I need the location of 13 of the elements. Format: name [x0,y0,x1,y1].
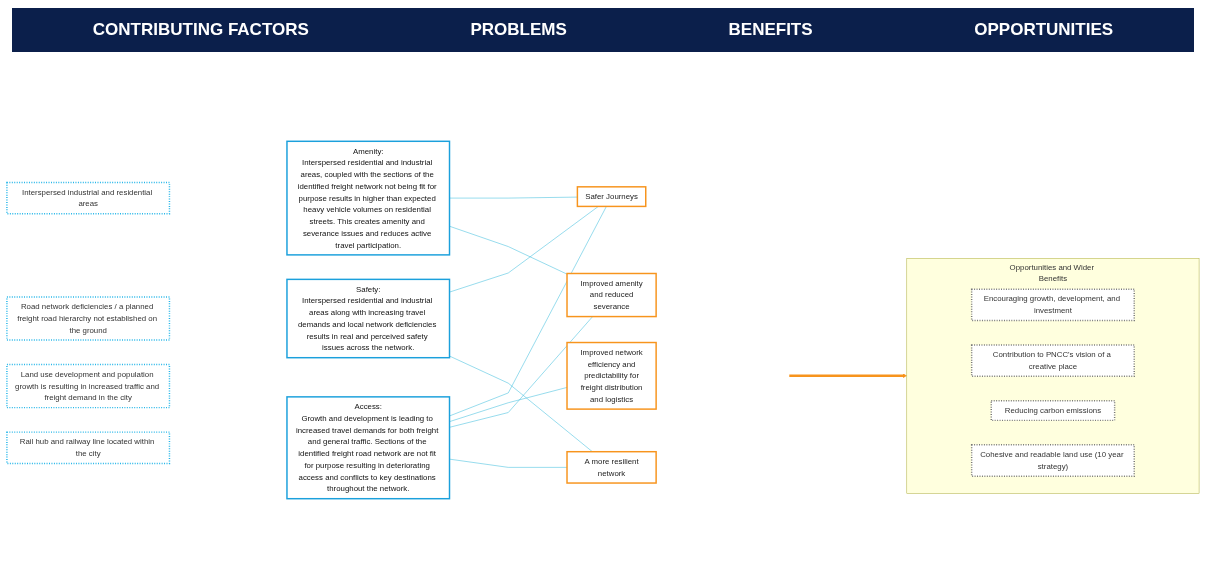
column-heading: BENEFITS [728,20,813,40]
connector-line [449,316,593,428]
column-heading: OPPORTUNITIES [974,20,1114,40]
column-heading: CONTRIBUTING FACTORS [92,20,309,40]
connector-line [449,355,593,452]
connector-line [449,196,578,199]
connector-line [449,458,568,468]
connector-line [449,225,568,275]
connector-line [449,206,599,293]
column-heading: PROBLEMS [470,20,567,40]
connector-line [449,206,607,417]
connector-line [449,387,568,422]
arrow [789,373,907,378]
